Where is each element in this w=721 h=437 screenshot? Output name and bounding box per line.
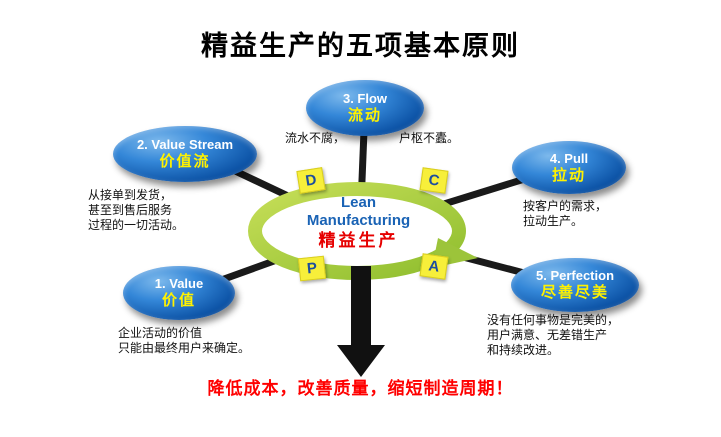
node-value: 1. Value 价值: [123, 266, 235, 320]
node-value-stream-en: 2. Value Stream: [136, 137, 234, 152]
node-value-cn: 价值: [161, 292, 196, 309]
note-flow-right: 户枢不蠹。: [399, 131, 460, 145]
node-value-stream: 2. Value Stream 价值流: [113, 126, 257, 182]
page-title: 精益生产的五项基本原则: [201, 31, 520, 61]
note-value: 企业活动的价值 只能由最终用户来确定。: [118, 326, 251, 355]
node-perfection-en: 5. Perfection: [535, 268, 615, 283]
node-value-stream-cn: 价值流: [159, 153, 211, 170]
node-flow: 3. Flow 流动: [306, 80, 424, 136]
note-pull: 按客户的需求， 拉动生产。: [523, 199, 608, 228]
node-flow-en: 3. Flow: [342, 91, 388, 106]
node-perfection-cn: 尽善尽美: [540, 284, 609, 301]
node-pull: 4. Pull 拉动: [512, 141, 626, 194]
center-label-en-line2: Manufacturing: [306, 212, 411, 229]
center-label-cn: 精益生产: [318, 231, 399, 250]
pdca-chip-a: A: [419, 253, 449, 280]
node-perfection: 5. Perfection 尽善尽美: [511, 258, 639, 312]
note-value-stream: 从接单到发货， 甚至到售后服务 过程的一切活动。: [88, 188, 185, 232]
pdca-chip-c: C: [419, 167, 449, 194]
note-flow-left: 流水不腐，: [285, 131, 346, 145]
node-value-en: 1. Value: [154, 276, 204, 291]
node-pull-en: 4. Pull: [549, 150, 589, 166]
center-label-en-line1: Lean: [340, 194, 376, 211]
footer-slogan: 降低成本，改善质量，缩短制造周期！: [207, 379, 514, 398]
center-label: Lean Manufacturing 精益生产: [276, 194, 441, 252]
node-flow-cn: 流动: [347, 107, 382, 124]
node-pull-cn: 拉动: [551, 166, 586, 184]
pdca-chip-p: P: [297, 255, 327, 282]
note-perfection: 没有任何事物是完美的， 用户满意、无差错生产 和持续改进。: [487, 313, 620, 357]
pdca-chip-d: D: [296, 167, 326, 194]
